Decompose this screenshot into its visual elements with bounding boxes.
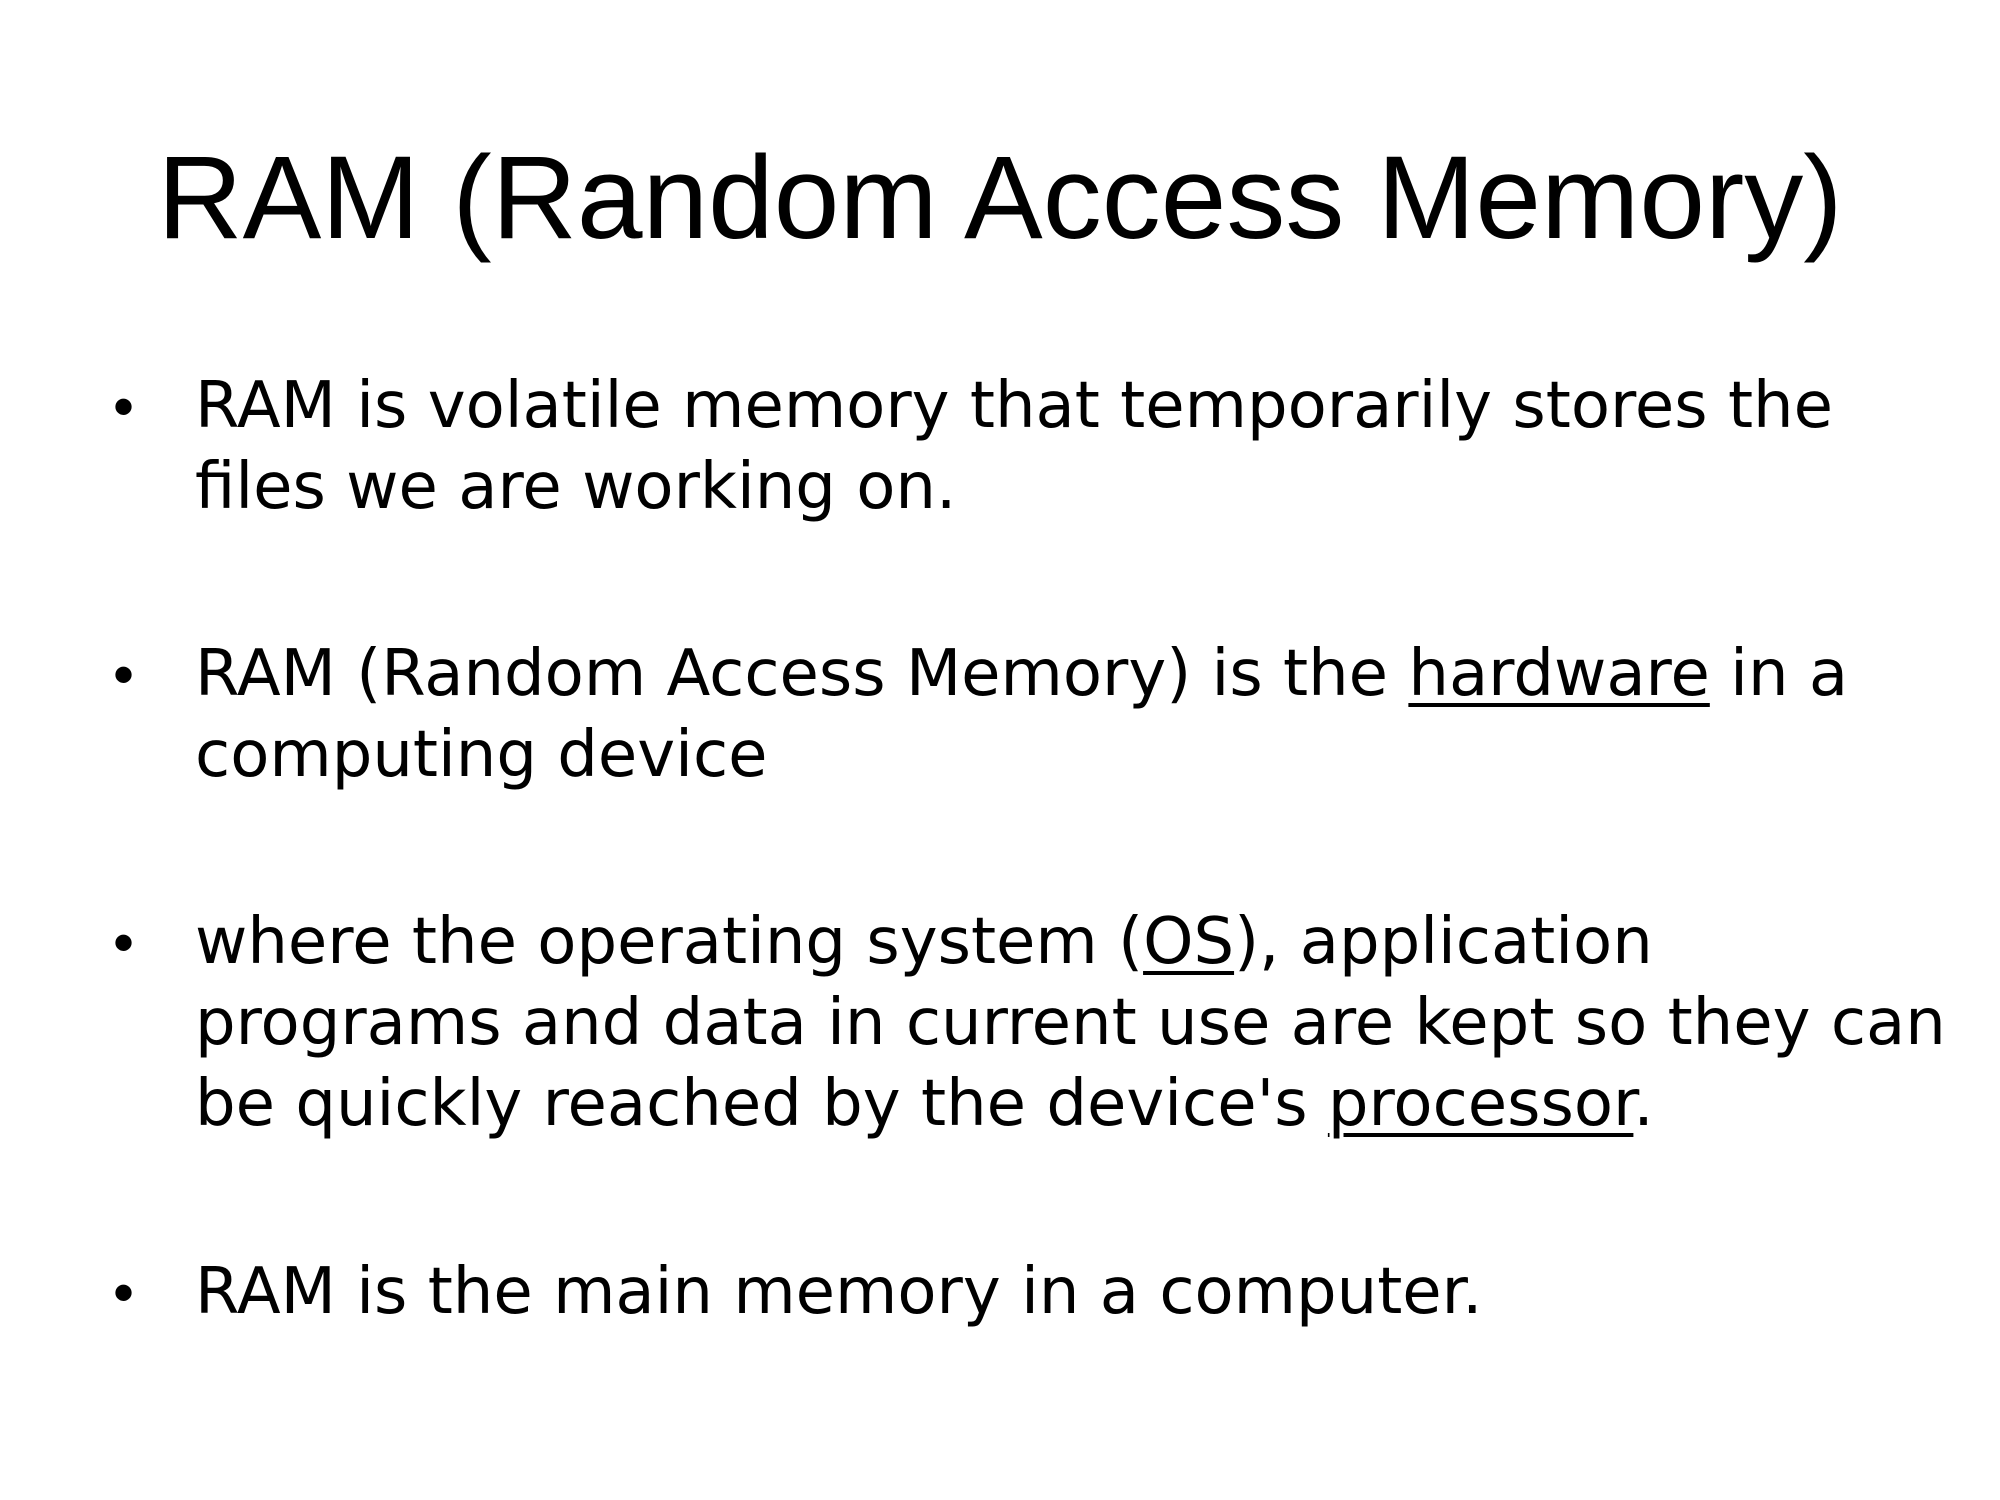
bullet-text: be quickly reached by the device's bbox=[195, 1067, 1328, 1141]
bullet-line: RAM (Random Access Memory) is the hardwa… bbox=[195, 634, 1915, 715]
bullet-dot-icon: • bbox=[113, 909, 135, 976]
bullet-item: • where the operating system (OS), appli… bbox=[113, 902, 1946, 1145]
bullet-text: in a bbox=[1709, 637, 1849, 711]
slide-title: RAM (Random Access Memory) bbox=[157, 132, 1843, 264]
bullet-text: . bbox=[1633, 1067, 1654, 1141]
bullet-text: where the operating system ( bbox=[195, 905, 1144, 979]
bullet-line: files we are working on. bbox=[195, 447, 1915, 528]
bullet-text: computing device bbox=[195, 718, 768, 792]
bullet-text: RAM is volatile memory that temporarily … bbox=[195, 369, 1833, 443]
hardware-link[interactable]: hardware bbox=[1408, 637, 1710, 711]
bullet-dot-icon: • bbox=[113, 373, 135, 440]
bullet-text: programs and data in current use are kep… bbox=[195, 986, 1946, 1060]
bullet-item: • RAM (Random Access Memory) is the hard… bbox=[113, 634, 1915, 796]
bullet-item: • RAM is the main memory in a computer. bbox=[113, 1252, 1915, 1333]
processor-link[interactable]: processor bbox=[1327, 1067, 1634, 1141]
bullet-line: be quickly reached by the device's proce… bbox=[195, 1064, 1915, 1145]
bullet-line: computing device bbox=[195, 715, 1915, 796]
bullet-line: RAM is the main memory in a computer. bbox=[195, 1252, 1915, 1333]
bullet-text: ), application bbox=[1234, 905, 1653, 979]
bullet-text: files we are working on. bbox=[195, 450, 957, 524]
bullet-dot-icon: • bbox=[113, 1259, 135, 1326]
os-link[interactable]: OS bbox=[1143, 905, 1235, 979]
bullet-text: RAM is the main memory in a computer. bbox=[195, 1255, 1483, 1329]
bullet-line: programs and data in current use are kep… bbox=[195, 983, 1946, 1064]
bullet-line: where the operating system (OS), applica… bbox=[195, 902, 1915, 983]
bullet-line: RAM is volatile memory that temporarily … bbox=[195, 366, 1915, 447]
bullet-dot-icon: • bbox=[113, 641, 135, 708]
bullet-text: RAM (Random Access Memory) is the bbox=[195, 637, 1409, 711]
bullet-item: • RAM is volatile memory that temporaril… bbox=[113, 366, 1915, 528]
